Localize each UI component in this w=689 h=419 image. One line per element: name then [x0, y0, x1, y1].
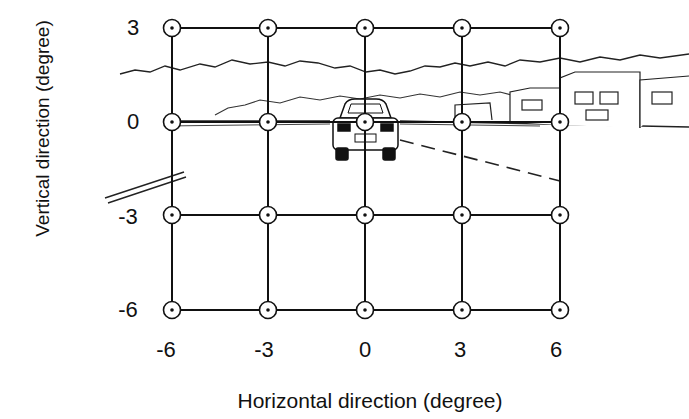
- measurement-point: [552, 302, 569, 319]
- measurement-point: [552, 207, 569, 224]
- axis-title: Horizontal direction (degree): [238, 390, 503, 411]
- measurement-point: [164, 114, 181, 131]
- axis-tick-label: 3: [454, 339, 466, 361]
- measurement-point: [260, 302, 277, 319]
- measurement-point: [164, 207, 181, 224]
- axis-tick-label: 0: [359, 339, 371, 361]
- axis-tick-label: -3: [254, 339, 274, 361]
- grid-line: [172, 27, 560, 29]
- buildings: [455, 72, 689, 128]
- measurement-point: [357, 114, 374, 131]
- axis-title: Vertical direction (degree): [33, 20, 52, 237]
- axis-tick-label: -3: [118, 206, 138, 228]
- lane-marking-right: [400, 140, 560, 181]
- grid-line: [172, 214, 560, 216]
- grid-line: [364, 28, 366, 310]
- measurement-point: [454, 114, 471, 131]
- measurement-point: [164, 302, 181, 319]
- grid-line: [461, 28, 463, 310]
- axis-tick-label: 3: [127, 17, 139, 39]
- measurement-grid: [164, 20, 569, 319]
- hill-outline: [120, 54, 689, 74]
- grid-line: [267, 28, 269, 310]
- measurement-point: [164, 20, 181, 37]
- grid-line: [559, 28, 561, 310]
- axis-tick-label: -6: [118, 299, 138, 321]
- lane-marking-left: [105, 172, 186, 203]
- measurement-point: [260, 207, 277, 224]
- grid-line: [171, 28, 173, 310]
- measurement-point: [454, 302, 471, 319]
- measurement-point: [260, 114, 277, 131]
- axis-tick-label: -6: [156, 339, 176, 361]
- measurement-point: [260, 20, 277, 37]
- measurement-point: [357, 302, 374, 319]
- measurement-point: [552, 20, 569, 37]
- grid-line: [172, 121, 560, 123]
- axis-tick-label: 6: [550, 339, 562, 361]
- measurement-point: [454, 207, 471, 224]
- measurement-point: [552, 114, 569, 131]
- grid-line: [172, 309, 560, 311]
- axis-tick-label: 0: [127, 111, 139, 133]
- measurement-point: [357, 207, 374, 224]
- measurement-point: [357, 20, 374, 37]
- measurement-point: [454, 20, 471, 37]
